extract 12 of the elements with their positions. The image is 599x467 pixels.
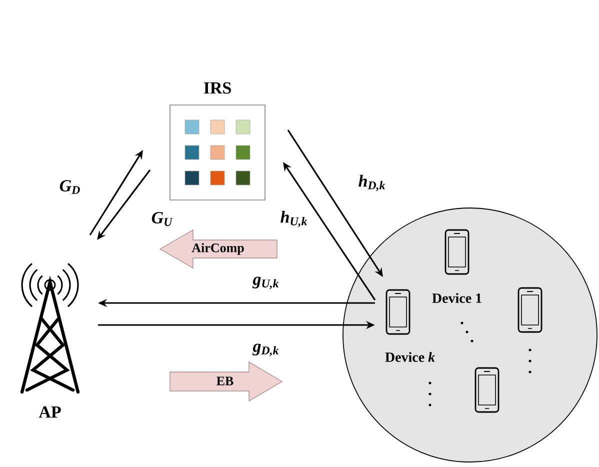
node-label: AP	[38, 406, 61, 418]
edge-label: h$_{D,k}$	[357, 174, 387, 192]
edge-label: h$_{U,k}$	[279, 210, 309, 228]
phone-icon	[518, 287, 542, 333]
node-label: IRS	[204, 82, 231, 94]
device-label: Device 1	[432, 293, 482, 303]
edge-label: g$_{D,k}$	[252, 342, 280, 358]
phone-icon	[474, 367, 500, 413]
edge-label: G$_{D}$	[58, 179, 82, 195]
edge-label: G$_{U}$	[150, 211, 174, 227]
edge-label: g$_{U,k}$	[252, 276, 280, 290]
device-label: Device k	[385, 352, 435, 362]
